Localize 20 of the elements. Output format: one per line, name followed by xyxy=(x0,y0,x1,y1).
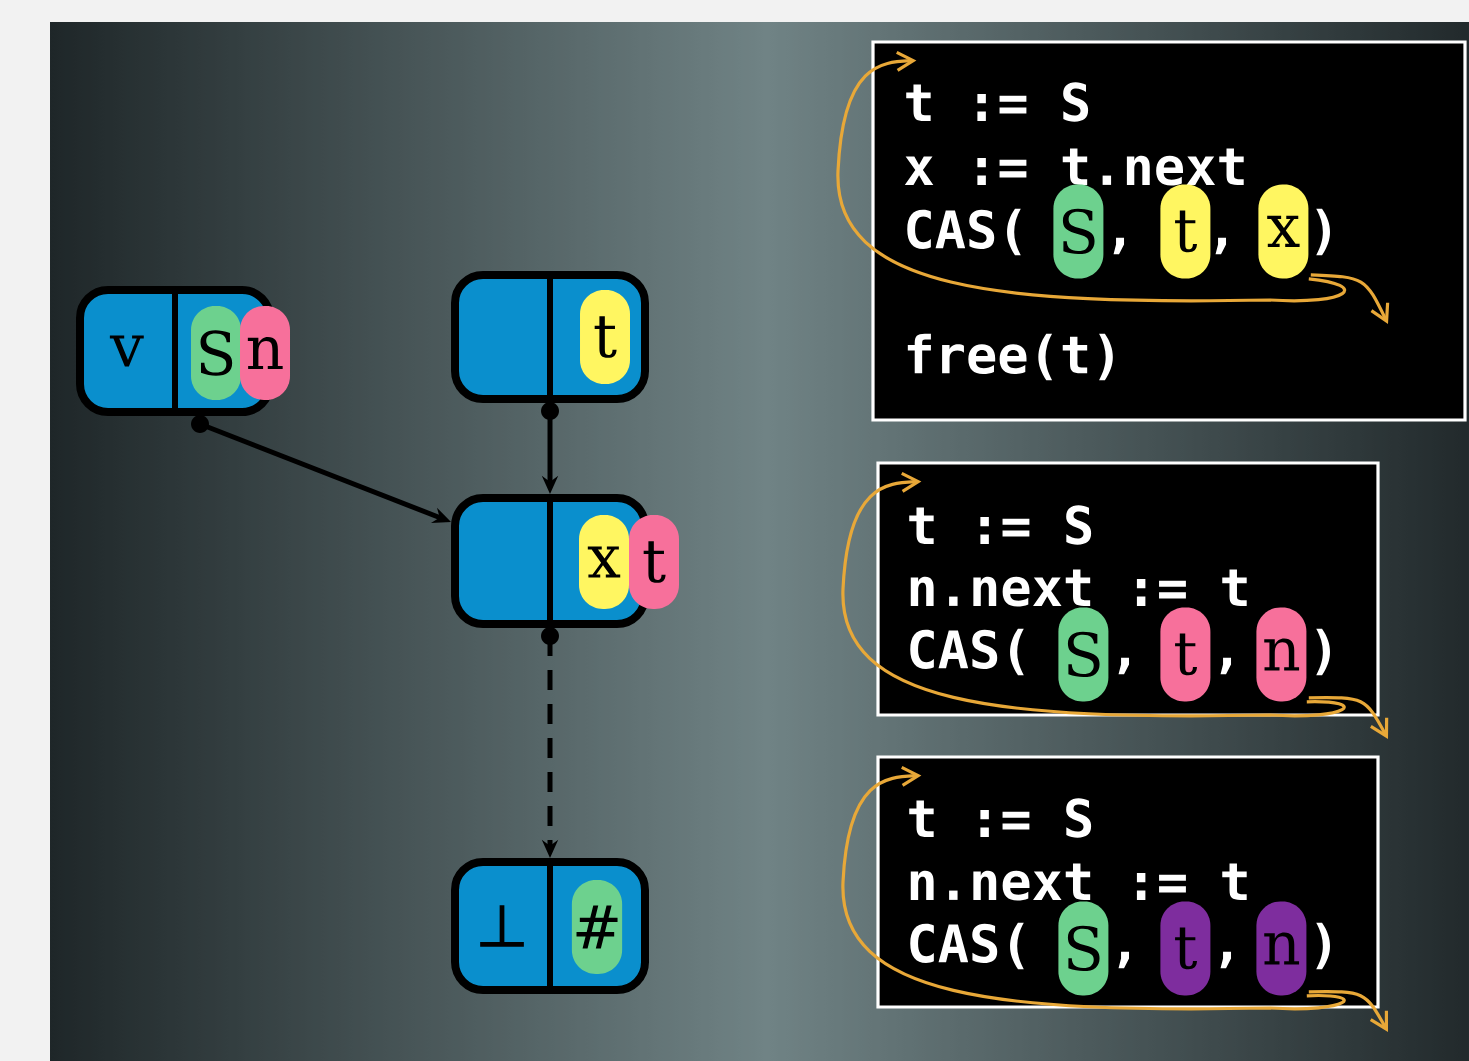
tag-pill: n xyxy=(1256,607,1307,702)
tag-pill: t xyxy=(1160,901,1211,996)
loop-arrow xyxy=(841,765,1345,1011)
loop-arrow xyxy=(841,471,1345,718)
tag-pill: n xyxy=(240,306,290,400)
tag-pill: x xyxy=(579,515,629,609)
tag-pill: S xyxy=(191,306,241,400)
tag-pill: S xyxy=(1058,901,1109,996)
tag-pill: S xyxy=(1058,607,1109,702)
tag-pill: n xyxy=(1256,901,1307,996)
tag-pill: # xyxy=(571,880,623,974)
exit-arrow xyxy=(1308,696,1389,739)
tag-pill: t xyxy=(629,515,679,609)
tag-pill: x xyxy=(1258,184,1309,279)
loop-arrow xyxy=(836,50,1346,303)
tag-pill: S xyxy=(1053,184,1104,279)
exit-arrow xyxy=(1308,990,1389,1032)
tag-pill: t xyxy=(580,290,630,384)
tag-pill: t xyxy=(1160,607,1211,702)
exit-arrow xyxy=(1310,273,1390,324)
